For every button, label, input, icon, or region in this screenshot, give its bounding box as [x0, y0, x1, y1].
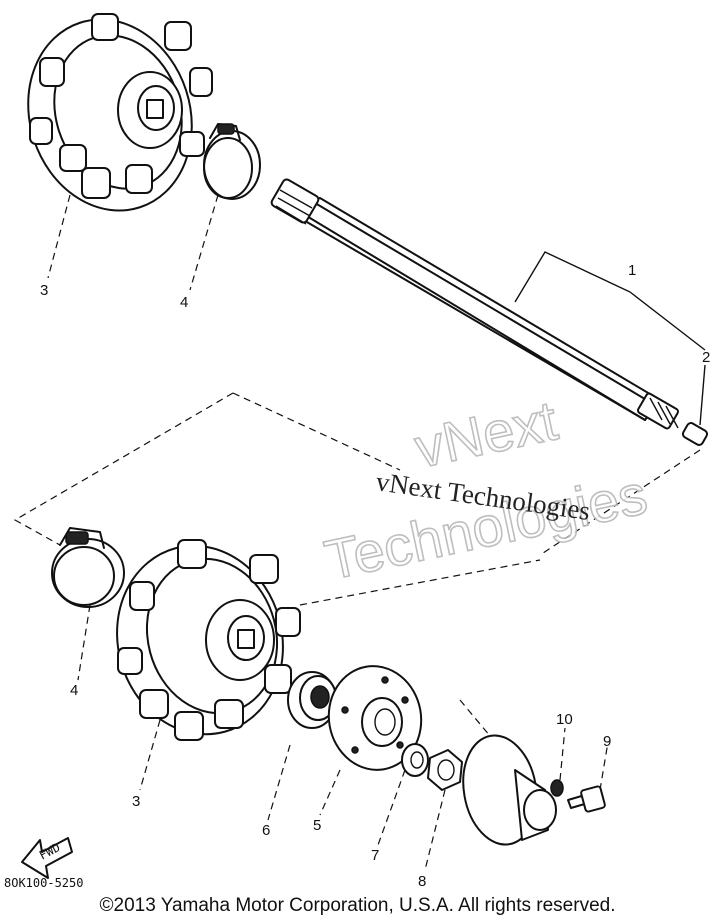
- callout-6: 6: [262, 822, 270, 839]
- callout-2: 2: [702, 349, 710, 366]
- bearing-housing: [462, 734, 557, 846]
- callout-3-upper: 3: [40, 282, 48, 299]
- bearing: [287, 671, 337, 729]
- bearing-flange: [327, 665, 423, 771]
- watermark-line1: vNext: [409, 388, 563, 479]
- copyright-text: ©2013 Yamaha Motor Corporation, U.S.A. A…: [99, 895, 616, 916]
- callout-8: 8: [418, 873, 426, 890]
- band-clamp-lower: [51, 527, 125, 608]
- callout-3-lower: 3: [132, 793, 140, 810]
- sprocket-lower: [116, 539, 301, 741]
- callout-1: 1: [628, 262, 636, 279]
- shaft-nut: [681, 422, 709, 446]
- figure-code: 8OK100-5250: [4, 876, 83, 890]
- leader-lines: [13, 194, 706, 871]
- band-clamp-upper: [203, 123, 261, 200]
- callout-9: 9: [603, 733, 611, 750]
- callout-4-upper: 4: [180, 294, 188, 311]
- callout-4-lower: 4: [70, 682, 78, 699]
- sprocket-upper: [27, 13, 213, 212]
- callout-10: 10: [556, 711, 573, 728]
- drive-shaft: [270, 178, 679, 430]
- callout-5: 5: [313, 817, 321, 834]
- washer: [401, 743, 429, 777]
- bolt: [567, 785, 606, 813]
- callout-7: 7: [371, 847, 379, 864]
- callouts: 1 2 3 4 4 3 6 5 7 8 10 9: [40, 262, 710, 890]
- lock-washer: [550, 779, 564, 797]
- watermark: vNext Technologies vNext Technologies: [319, 387, 653, 592]
- hex-nut: [427, 749, 463, 791]
- fwd-arrow-icon: FWD: [21, 837, 73, 879]
